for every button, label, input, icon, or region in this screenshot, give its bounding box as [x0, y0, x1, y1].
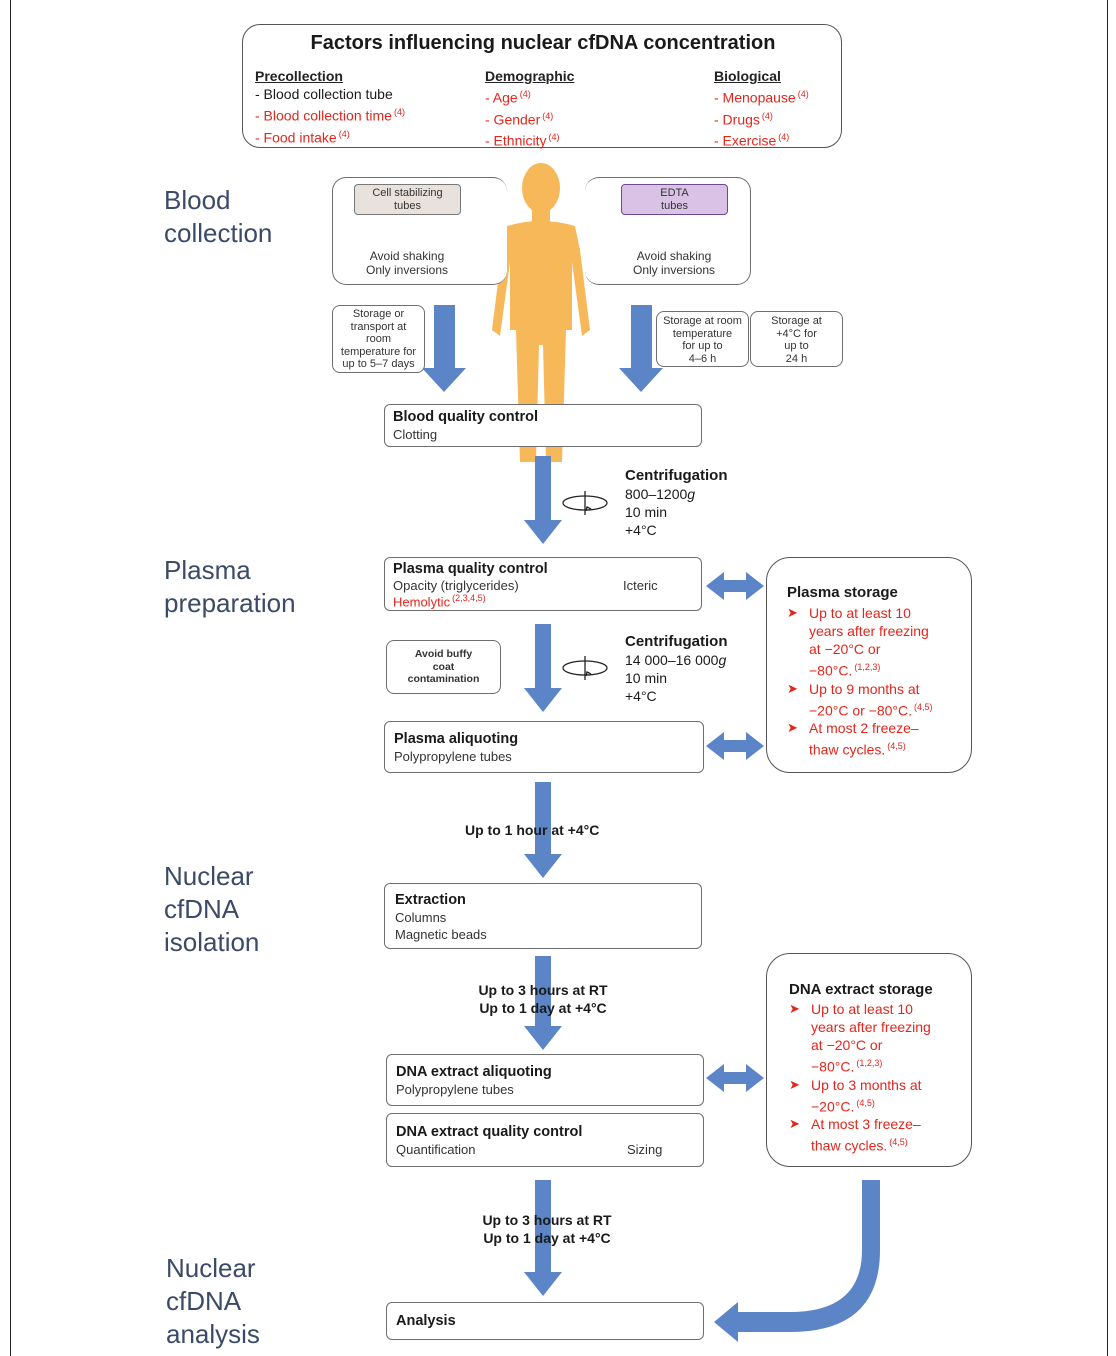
- dna-storage-item: ➤Up to 3 months at−20°C.(4,5): [789, 1076, 922, 1115]
- dna-aliquot-sub: Polypropylene tubes: [396, 1082, 514, 1097]
- dna-qc-box: DNA extract quality control Quantificati…: [386, 1113, 704, 1167]
- dna-storage-title: DNA extract storage: [789, 981, 933, 998]
- centrifugation-2: Centrifugation 14 000–16 000g 10 min +4°…: [625, 633, 728, 704]
- plasma-storage-title: Plasma storage: [787, 584, 898, 601]
- arrow-wait3: [524, 1180, 562, 1296]
- factor-col-demographic: Demographic - Age(4) - Gender(4) - Ethni…: [485, 67, 574, 150]
- rotation-icon-1: [562, 491, 608, 515]
- arrow-wait1: [524, 782, 562, 878]
- plasma-qc-hemolytic: Hemolytic(2,3,4,5): [393, 593, 486, 610]
- blood-qc-sub: Clotting: [393, 427, 438, 442]
- factors-box: Factors influencing nuclear cfDNA concen…: [242, 24, 842, 150]
- human-figure: [492, 163, 590, 462]
- factor-item: - Ethnicity(4): [485, 132, 560, 149]
- factor-item: - Age(4): [485, 89, 531, 106]
- factor-item: - Menopause(4): [714, 89, 809, 106]
- factor-item: - Drugs(4): [714, 110, 773, 128]
- analysis-box: Analysis: [386, 1302, 704, 1340]
- extraction-beads: Magnetic beads: [395, 927, 487, 942]
- factors-title: Factors influencing nuclear cfDNA concen…: [310, 32, 776, 54]
- extraction-columns: Columns: [395, 910, 447, 925]
- extraction-title: Extraction: [395, 892, 466, 908]
- dna-qc-sizing: Sizing: [627, 1142, 663, 1157]
- factor-item: - Blood collection time(4): [255, 107, 405, 124]
- plasma-qc-title: Plasma quality control: [393, 561, 548, 577]
- dna-qc-title: DNA extract quality control: [396, 1124, 583, 1140]
- factor-header: Precollection: [255, 68, 343, 84]
- blood-qc-title: Blood quality control: [393, 409, 538, 425]
- dna-qc-quantification: Quantification: [396, 1142, 476, 1157]
- double-arrow-dna-aliquot: [706, 1064, 764, 1092]
- factor-item: - Food intake(4): [255, 128, 350, 146]
- plasma-aliquot-title: Plasma aliquoting: [394, 731, 519, 747]
- plasma-qc-icteric: Icteric: [623, 578, 658, 593]
- figure-frame: [10, 0, 1108, 1356]
- arrow-centrifuge1: [524, 456, 562, 544]
- centrifugation-1: Centrifugation 800–1200g 10 min +4°C: [625, 467, 728, 538]
- arrow-down-left: [422, 305, 466, 392]
- factor-item: - Gender(4): [485, 110, 554, 128]
- wait-1-label: Up to 1 hour at +4°C: [465, 822, 600, 838]
- analysis-title: Analysis: [396, 1313, 456, 1329]
- double-arrow-plasma-aliquot: [706, 732, 764, 760]
- extraction-box: Extraction Columns Magnetic beads: [384, 883, 702, 949]
- dna-storage-item: ➤At most 3 freeze–thaw cycles.(4,5): [789, 1116, 921, 1154]
- plasma-qc-box: Plasma quality control Opacity (triglyce…: [384, 557, 702, 611]
- plasma-storage-item: ➤Up to 9 months at−20°C or −80°C.(4,5): [787, 680, 933, 719]
- factor-item: - Exercise(4): [714, 132, 790, 149]
- arrow-centrifuge2: [524, 624, 562, 712]
- plasma-aliquot-box: Plasma aliquoting Polypropylene tubes: [384, 721, 704, 773]
- plasma-qc-opacity: Opacity (triglycerides): [393, 578, 519, 593]
- plasma-aliquot-sub: Polypropylene tubes: [394, 749, 512, 764]
- blood-qc-box: Blood quality control Clotting: [384, 404, 702, 447]
- arrow-wait2: [524, 956, 562, 1050]
- factor-header: Biological: [714, 68, 781, 84]
- curved-arrow-storage-to-analysis: [714, 1180, 880, 1342]
- double-arrow-plasma-qc: [706, 572, 764, 600]
- factor-col-precollection: Precollection - Blood collection tube - …: [255, 67, 405, 146]
- rotation-icon-2: [562, 656, 608, 680]
- factor-header: Demographic: [485, 68, 575, 84]
- arrow-down-right: [619, 305, 663, 392]
- dna-aliquot-title: DNA extract aliquoting: [396, 1064, 552, 1080]
- factor-col-biological: Biological - Menopause(4) - Drugs(4) - E…: [714, 67, 809, 150]
- dna-aliquot-box: DNA extract aliquoting Polypropylene tub…: [386, 1054, 704, 1106]
- factor-item: - Blood collection tube: [255, 86, 393, 102]
- plasma-storage-item: ➤At most 2 freeze–thaw cycles.(4,5): [787, 720, 919, 758]
